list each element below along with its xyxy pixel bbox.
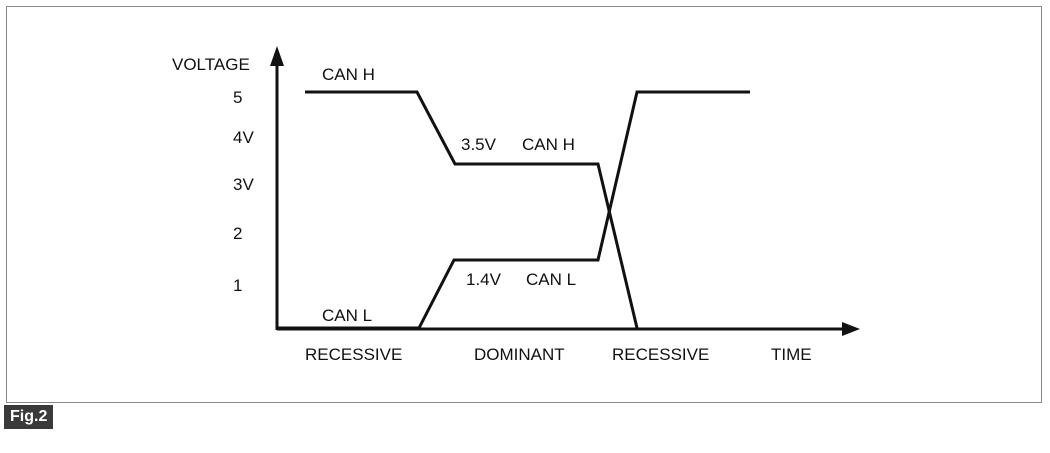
dominant-can-l-label: CAN L — [526, 270, 576, 289]
y-axis-arrowhead — [270, 46, 284, 66]
y-tick-label: 2 — [233, 224, 242, 243]
x-axis-label: TIME — [771, 345, 812, 364]
y-axis-label: VOLTAGE — [172, 55, 250, 74]
dominant-can-l-voltage: 1.4V — [466, 270, 502, 289]
can-h-signal-line — [305, 90, 639, 329]
y-tick-label: 5 — [233, 88, 242, 107]
can-l-recessive-label: CAN L — [322, 306, 372, 325]
y-tick-label: 4V — [233, 128, 254, 147]
can-h-recessive-label: CAN H — [322, 65, 375, 84]
y-tick-label: 1 — [233, 276, 242, 295]
dominant-can-h-voltage: 3.5V — [461, 135, 497, 154]
y-tick-label: 3V — [233, 175, 254, 194]
phase-label-dominant: DOMINANT — [474, 345, 565, 364]
figure-label: Fig.2 — [4, 405, 54, 429]
dominant-can-h-label: CAN H — [522, 135, 575, 154]
diagram-frame — [6, 6, 1042, 403]
phase-label-recessive-right: RECESSIVE — [612, 345, 709, 364]
phase-label-recessive-left: RECESSIVE — [305, 345, 402, 364]
can-l-signal-line — [277, 90, 750, 330]
x-axis-arrowhead — [842, 322, 860, 336]
